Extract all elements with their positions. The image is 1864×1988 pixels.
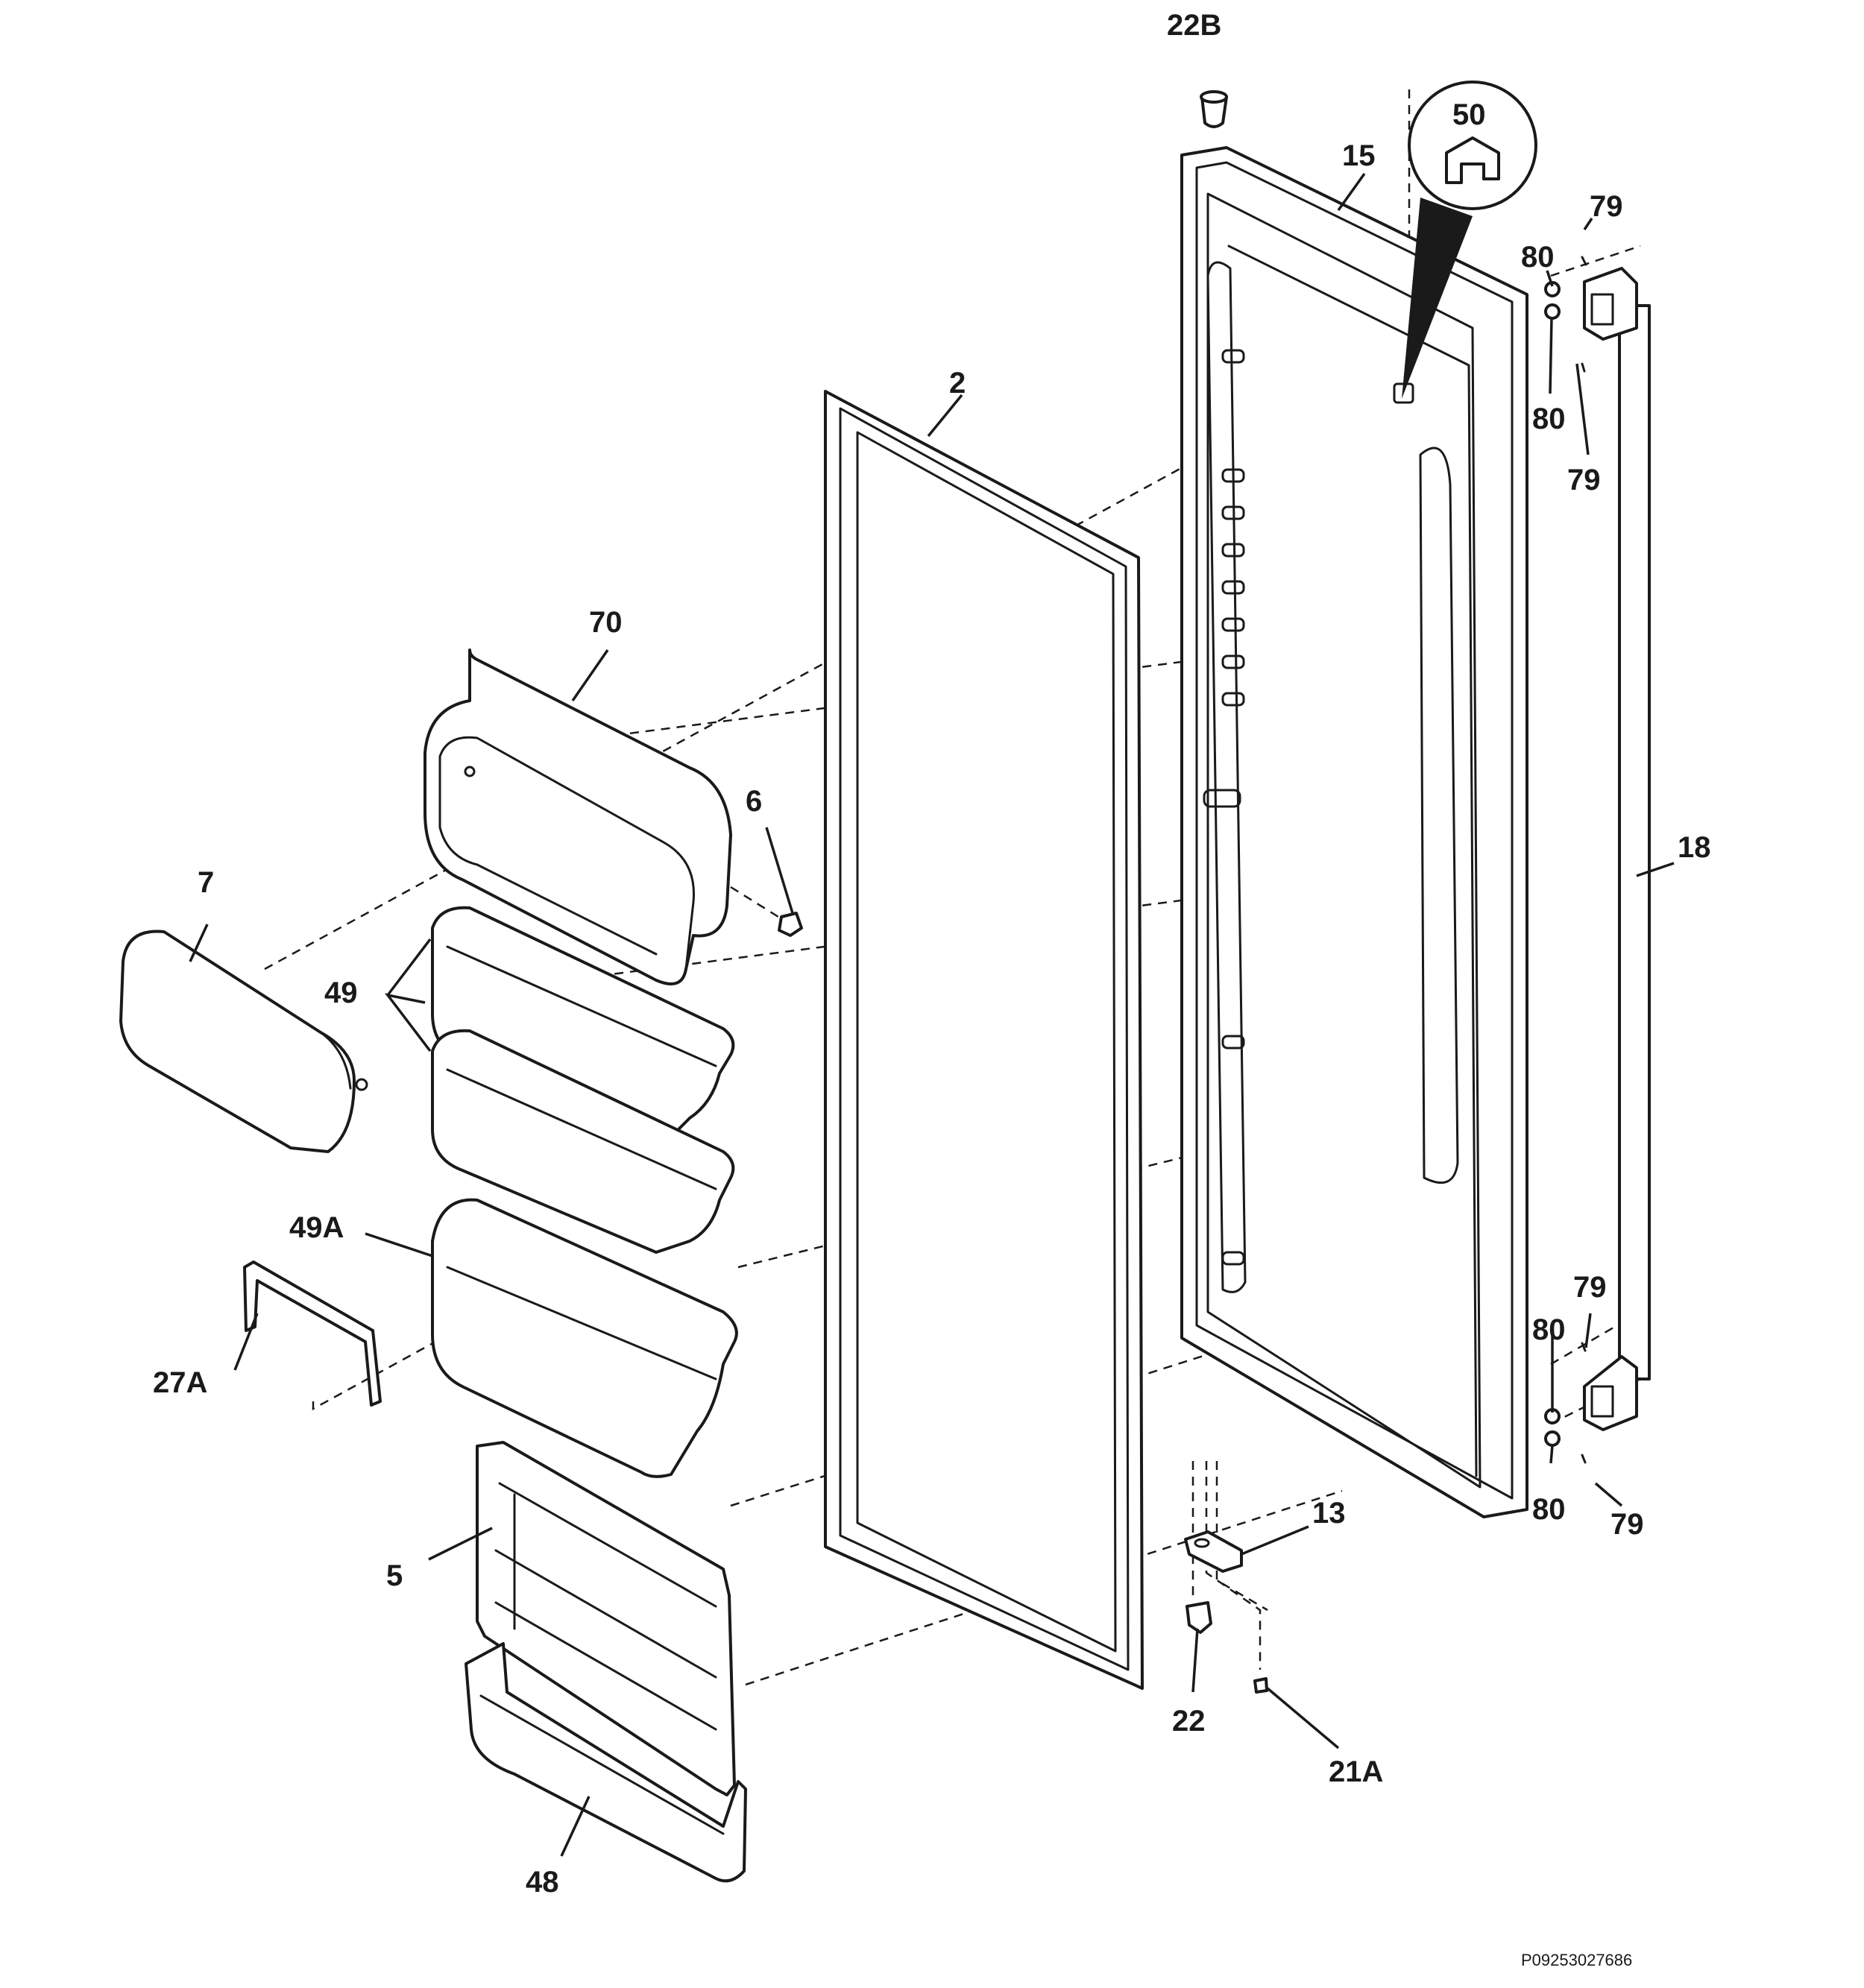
label-22: 22 (1172, 1705, 1206, 1738)
label-79-second: 79 (1567, 464, 1601, 496)
label-18: 18 (1678, 831, 1711, 864)
label-49: 49 (324, 976, 358, 1009)
label-79-third: 79 (1573, 1271, 1607, 1304)
label-2: 2 (949, 367, 966, 400)
label-80-top: 80 (1521, 241, 1555, 274)
bin-70 (424, 649, 732, 985)
label-21A: 21A (1329, 1755, 1383, 1788)
label-80-third: 80 (1532, 1313, 1566, 1346)
bin-48 (465, 1642, 747, 1883)
clip-27A (243, 1260, 382, 1407)
label-80-second: 80 (1532, 403, 1566, 435)
document-code: P09253027686 (1521, 1951, 1632, 1969)
bushing-22 (1186, 1601, 1212, 1634)
part-labels: 22B 50 15 79 80 80 79 2 70 6 7 49 18 49A… (153, 9, 1711, 1899)
door-assembly (1180, 146, 1528, 1518)
clip-6 (778, 912, 803, 937)
detail-callout-50 (1402, 81, 1537, 399)
label-6: 6 (746, 785, 762, 818)
label-79-bottom: 79 (1610, 1508, 1644, 1541)
cap-22B (1200, 90, 1228, 128)
label-70: 70 (589, 606, 623, 639)
label-15: 15 (1342, 139, 1376, 172)
door-gasket (824, 390, 1144, 1690)
label-48: 48 (526, 1866, 559, 1899)
label-80-bottom: 80 (1532, 1493, 1566, 1526)
label-79-top: 79 (1590, 190, 1623, 223)
label-27A: 27A (153, 1366, 207, 1399)
screw-21A (1253, 1677, 1268, 1694)
bin-49A (431, 1198, 738, 1478)
label-7: 7 (198, 866, 214, 899)
label-13: 13 (1312, 1497, 1346, 1530)
door-shelf-pegs (1203, 349, 1245, 1266)
label-49A: 49A (289, 1211, 344, 1244)
label-22B: 22B (1167, 9, 1221, 42)
hinge-13 (1184, 1530, 1243, 1573)
door-handle (1583, 267, 1651, 1431)
leader-lines (189, 172, 1675, 1857)
label-5: 5 (386, 1559, 403, 1592)
bins-49 (431, 906, 735, 1254)
label-50: 50 (1452, 98, 1486, 131)
cover-7 (119, 930, 368, 1153)
rack-5 (476, 1441, 736, 1796)
